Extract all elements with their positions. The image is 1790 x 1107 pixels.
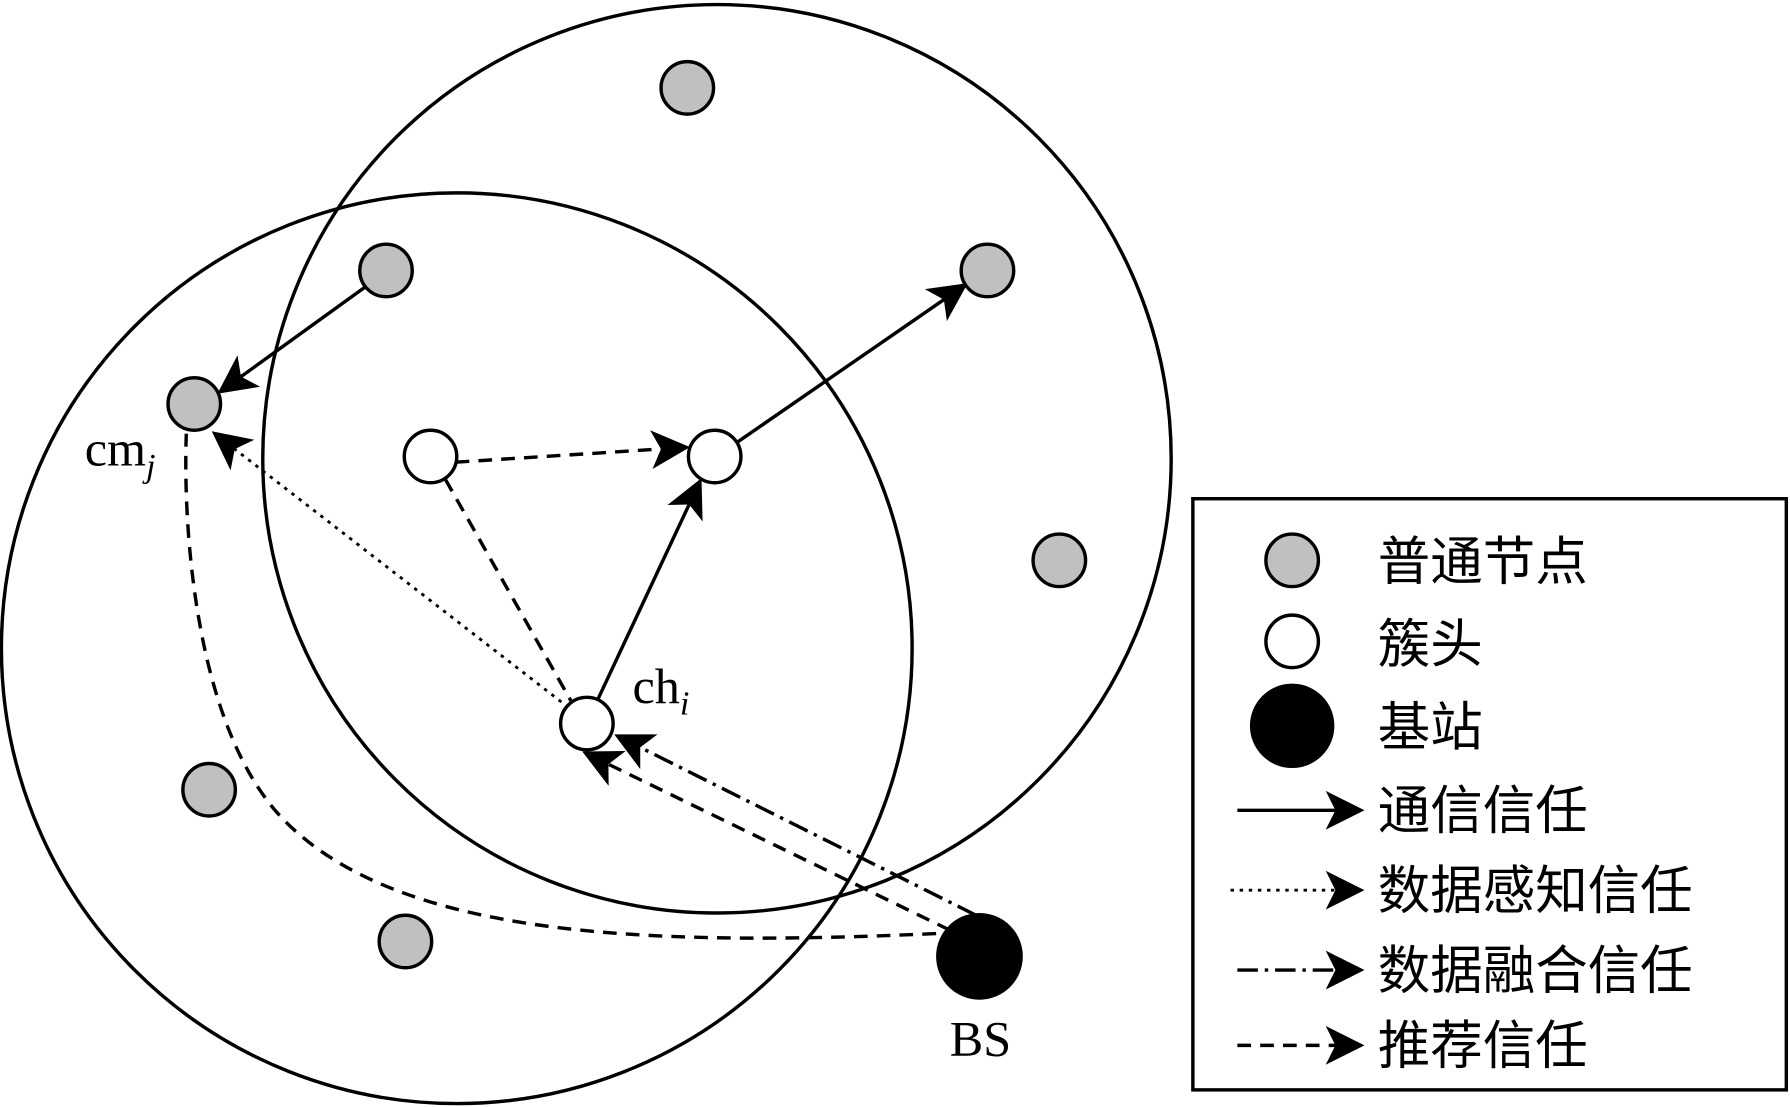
legend: 普通节点 簇头 基站 通信信任 数据感知信任 数据融合信任 推荐信任 [1191, 497, 1789, 1092]
data-sensing-trust-arrow [211, 431, 570, 709]
legend-cluster-head-label: 簇头 [1378, 614, 1483, 675]
communication-trust-arrow [217, 280, 374, 394]
bs-label: BS [950, 1011, 1011, 1067]
legend-normal-node-label: 普通节点 [1378, 532, 1588, 593]
legend-base-station-icon [1249, 683, 1335, 769]
cluster-head-node [686, 428, 743, 485]
communication-trust-arrow [735, 283, 968, 445]
cluster-head-chi [558, 695, 615, 752]
cluster-heads [402, 428, 743, 752]
normal-nodes [166, 59, 1088, 970]
normal-node [358, 242, 414, 299]
legend-data-sensing-trust-label: 数据感知信任 [1378, 860, 1693, 921]
normal-node-cmj [166, 376, 223, 432]
legend-cluster-head-icon [1264, 613, 1321, 670]
normal-node [1031, 532, 1088, 589]
base-station-node [936, 912, 1023, 1000]
legend-recommendation-trust-label: 推荐信任 [1378, 1016, 1588, 1077]
legend-data-fusion-trust-label: 数据融合信任 [1378, 940, 1693, 1001]
recommendation-trust-arrow [455, 430, 691, 469]
cluster-range-circle-right [261, 2, 1173, 915]
normal-node [377, 913, 434, 970]
legend-base-station-label: 基站 [1378, 697, 1483, 758]
recommendation-trust-arrow [582, 751, 951, 932]
cm-label: cmj [85, 421, 156, 485]
cluster-head-node [402, 428, 459, 485]
communication-trust-arrow [596, 478, 703, 700]
legend-communication-trust-label: 通信信任 [1378, 781, 1588, 842]
normal-node [181, 761, 238, 818]
recommendation-trust-link [443, 478, 573, 702]
ch-label: chi [633, 658, 690, 722]
cluster-range-circle-left [0, 191, 914, 1106]
normal-node [959, 242, 1016, 299]
data-fusion-trust-arrow [614, 734, 977, 917]
recommendation-trust-curve [184, 433, 937, 940]
legend-normal-node-icon [1264, 532, 1321, 589]
normal-node [659, 59, 716, 116]
